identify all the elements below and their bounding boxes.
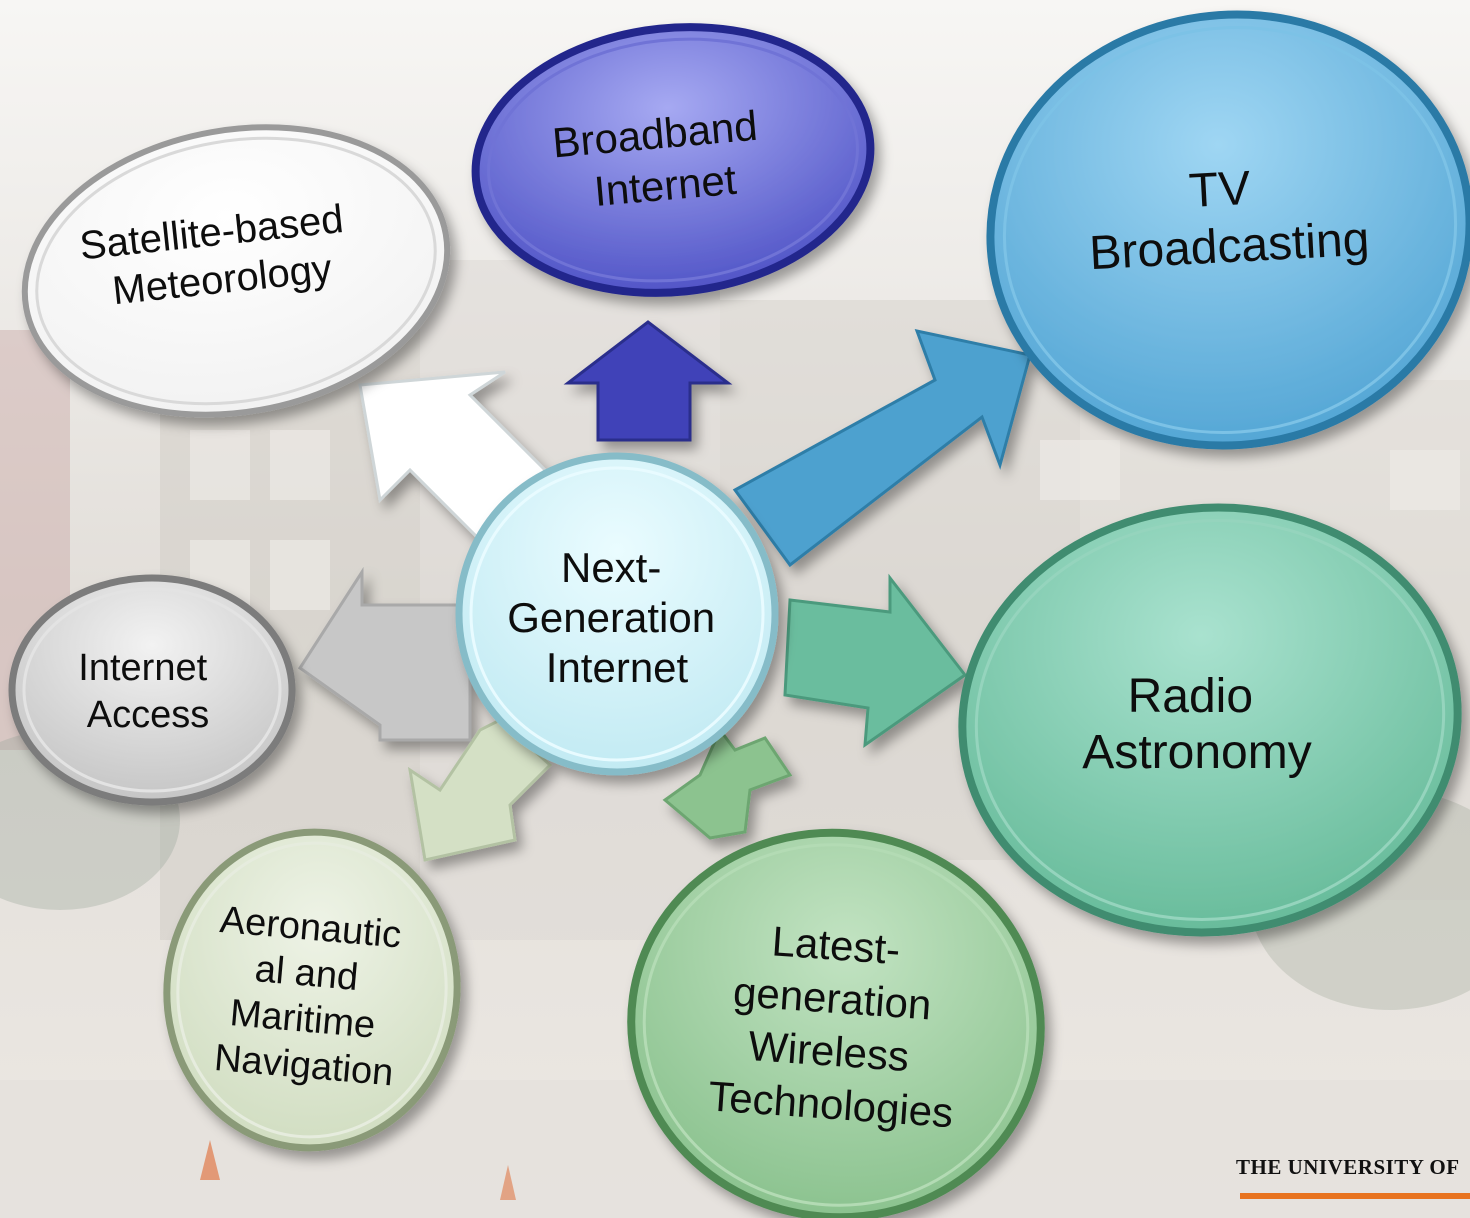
node-radio-astronomy-label: Radio Astronomy — [1082, 670, 1311, 779]
arrow-to-satellite-meteorology — [358, 370, 548, 548]
arrow-to-tv-broadcasting — [732, 328, 1032, 568]
university-footer: THE UNIVERSITY OF — [1236, 1151, 1470, 1218]
node-satellite-meteorology: Satellite-based Meteorology — [21, 124, 451, 418]
university-name: THE UNIVERSITY OF — [1236, 1155, 1460, 1179]
node-broadband-internet: Broadband Internet — [471, 23, 875, 297]
arrow-to-radio-astronomy — [783, 573, 968, 749]
center-node: Next- Generation Internet — [455, 452, 779, 776]
arrow-to-wireless-technologies — [662, 727, 793, 840]
node-radio-astronomy: Radio Astronomy — [958, 503, 1462, 937]
node-tv-broadcasting: TV Broadcasting — [986, 10, 1470, 450]
node-internet-access-label: Internet Access — [78, 647, 217, 736]
arrow-to-broadband-internet — [563, 320, 733, 442]
arrow-to-navigation — [407, 718, 553, 862]
node-internet-access: Internet Access — [8, 574, 296, 806]
node-navigation: Aeronautic al and Maritime Navigation — [163, 828, 461, 1152]
center-node-label: Next- Generation Internet — [507, 544, 726, 691]
arrow-to-internet-access — [297, 566, 472, 742]
node-broadband-internet-label: Broadband Internet — [550, 101, 775, 219]
footer-rule — [1240, 1193, 1470, 1199]
node-wireless-technologies: Latest- generation Wireless Technologies — [627, 828, 1045, 1218]
